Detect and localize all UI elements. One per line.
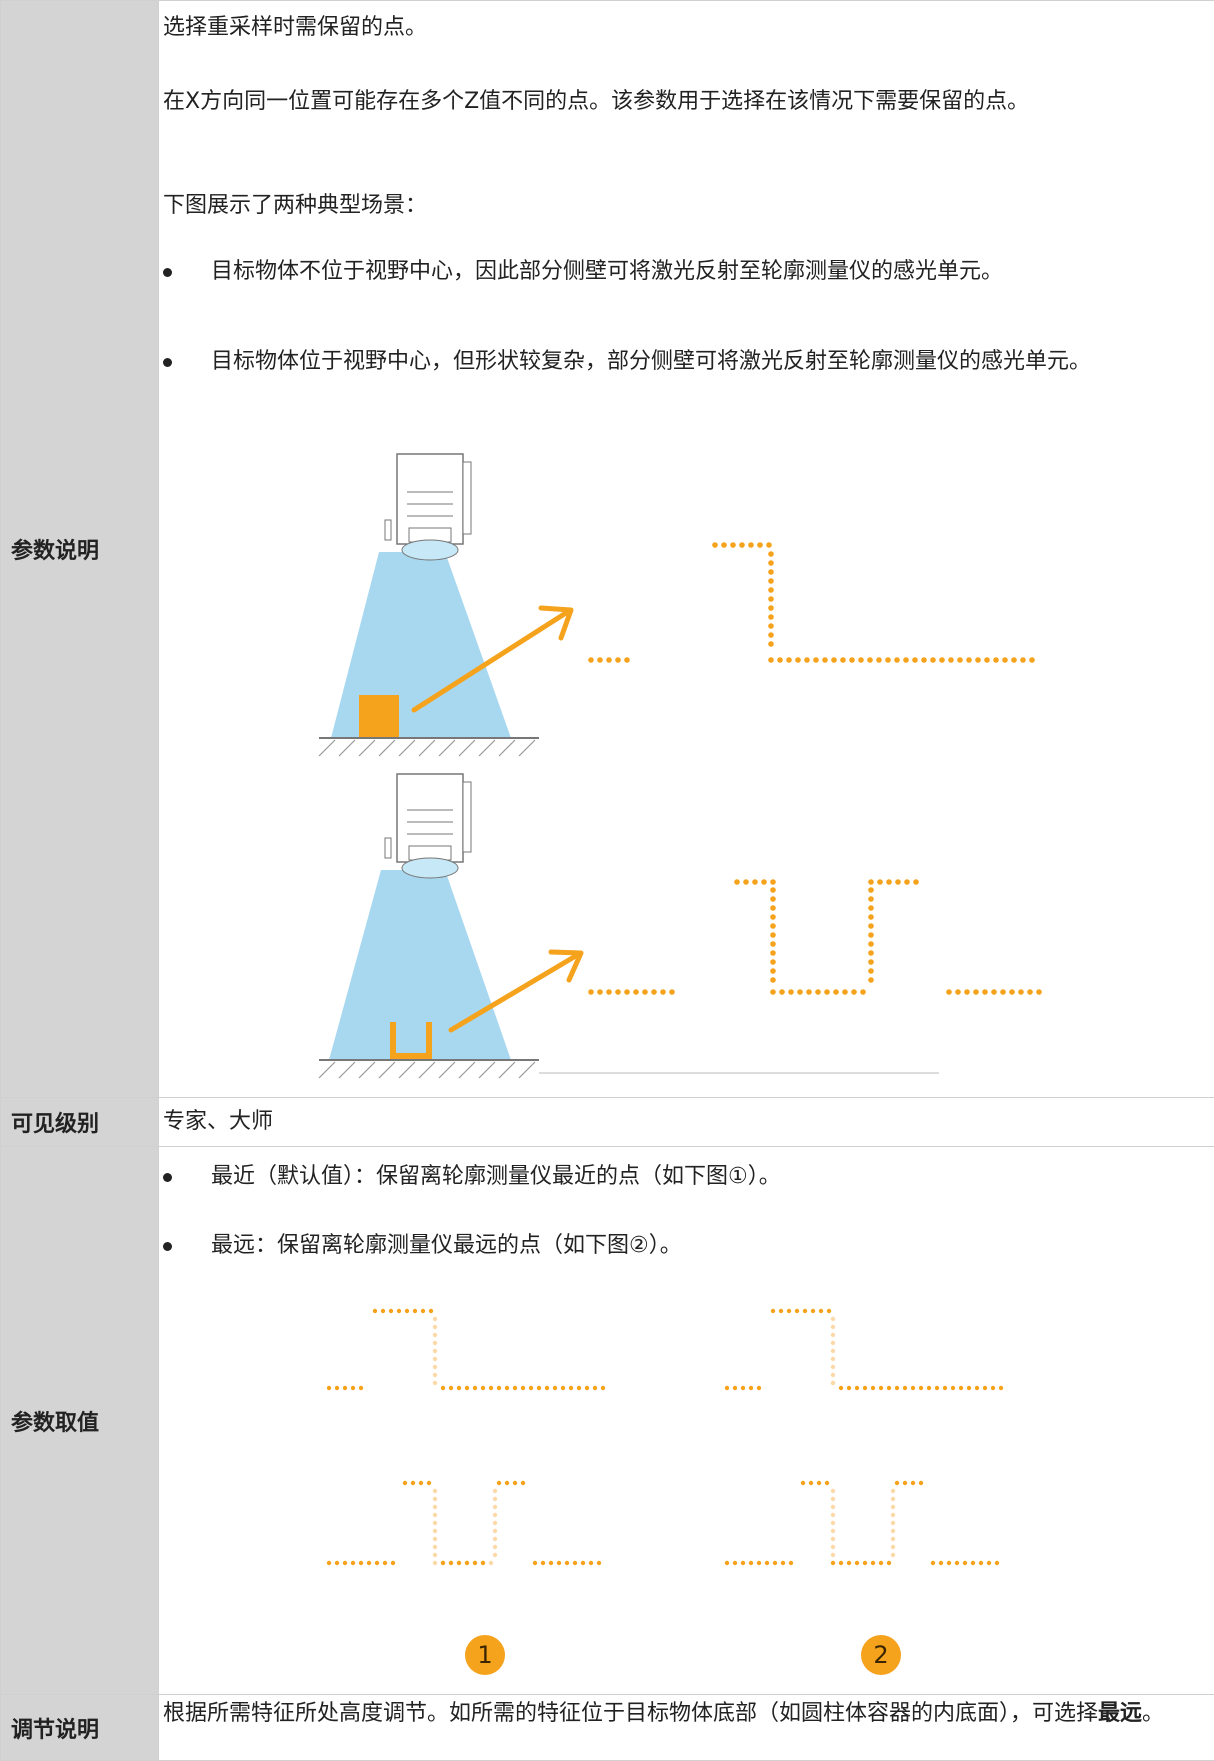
values-comparison-figure xyxy=(159,1297,1214,1677)
laser-profiler-icon xyxy=(331,454,511,738)
ground-hatch-icon xyxy=(319,1060,939,1078)
values-bullet-nearest: 最近（默认值）：保留离轮廓测量仪最近的点（如下图①）。 xyxy=(159,1162,1211,1192)
laser-profiler-icon xyxy=(329,774,511,1060)
visibility-value: 专家、大师 xyxy=(159,1098,1214,1147)
description-line-2: 在X方向同一位置可能存在多个Z值不同的点。该参数用于选择在该情况下需要保留的点。 xyxy=(163,87,1203,117)
target-box xyxy=(359,695,399,738)
ground-hatch-icon xyxy=(319,738,539,756)
scenario-2-figure xyxy=(159,766,1214,1096)
nearest-badge: 1 xyxy=(465,1635,505,1675)
description-row: 参数说明 选择重采样时需保留的点。 在X方向同一位置可能存在多个Z值不同的点。该… xyxy=(1,1,1214,1098)
tuning-text: 根据所需特征所处高度调节。如所需的特征位于目标物体底部（如圆柱体容器的内底面），… xyxy=(163,1701,1098,1726)
description-line-1: 选择重采样时需保留的点。 xyxy=(163,13,427,43)
description-bullet-1: 目标物体不位于视野中心，因此部分侧壁可将激光反射至轮廓测量仪的感光单元。 xyxy=(159,257,1211,287)
description-content: 选择重采样时需保留的点。 在X方向同一位置可能存在多个Z值不同的点。该参数用于选… xyxy=(159,1,1214,1098)
tuning-content: 根据所需特征所处高度调节。如所需的特征位于目标物体底部（如圆柱体容器的内底面），… xyxy=(159,1695,1214,1761)
values-content: 最近（默认值）：保留离轮廓测量仪最近的点（如下图①）。 最远：保留离轮廓测量仪最… xyxy=(159,1147,1214,1695)
tuning-bold-option: 最远 xyxy=(1098,1701,1142,1726)
scenario-1-figure xyxy=(159,446,1214,766)
tuning-text-end: 。 xyxy=(1142,1701,1164,1726)
description-line-3: 下图展示了两种典型场景： xyxy=(163,191,427,221)
visibility-label: 可见级别 xyxy=(1,1098,159,1147)
tuning-row: 调节说明 根据所需特征所处高度调节。如所需的特征位于目标物体底部（如圆柱体容器的… xyxy=(1,1695,1214,1761)
values-label: 参数取值 xyxy=(1,1147,159,1695)
visibility-row: 可见级别 专家、大师 xyxy=(1,1098,1214,1147)
description-bullet-2: 目标物体位于视野中心，但形状较复杂，部分侧壁可将激光反射至轮廓测量仪的感光单元。 xyxy=(159,347,1214,377)
values-row: 参数取值 最近（默认值）：保留离轮廓测量仪最近的点（如下图①）。 最远：保留离轮… xyxy=(1,1147,1214,1695)
tuning-label: 调节说明 xyxy=(1,1695,159,1761)
dotted-profile-icon xyxy=(588,879,1042,995)
farthest-badge: 2 xyxy=(861,1635,901,1675)
dotted-profile-icon xyxy=(327,1309,1003,1565)
dotted-profile-icon xyxy=(588,542,1035,663)
values-bullet-farthest: 最远：保留离轮廓测量仪最远的点（如下图②）。 xyxy=(159,1231,1211,1261)
description-label: 参数说明 xyxy=(1,1,159,1098)
